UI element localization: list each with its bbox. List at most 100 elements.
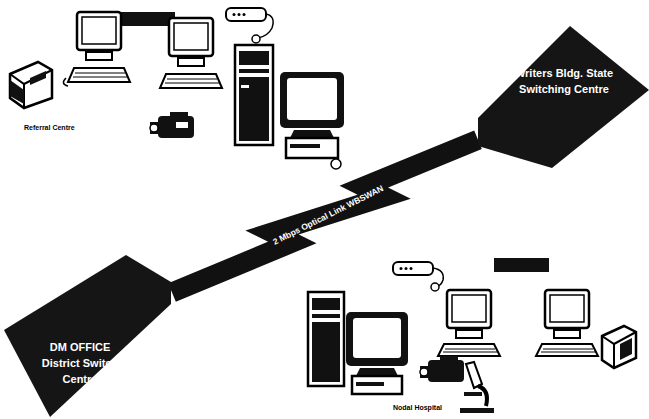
tower-case	[235, 45, 273, 145]
modem-light	[238, 13, 241, 16]
printer-slot	[30, 71, 46, 85]
monitor-frame	[280, 72, 344, 128]
keyboard	[438, 344, 500, 356]
cable-plug	[252, 35, 260, 43]
modem-body	[393, 262, 433, 275]
modem-light	[243, 13, 246, 16]
drive-bay	[312, 314, 340, 318]
node-shape	[4, 255, 171, 417]
tower-light	[241, 85, 249, 88]
printer-edge	[613, 344, 615, 368]
camera-lens	[150, 122, 160, 134]
tower-front	[312, 322, 340, 382]
district-switch-centre: DM OFFICE District Switch Centre	[0, 252, 172, 419]
cpu-slot	[290, 144, 320, 148]
camera-lens	[420, 366, 430, 378]
screen	[287, 78, 337, 120]
microscope-tube	[466, 362, 482, 388]
camera-detail	[176, 122, 188, 128]
monitor	[77, 12, 121, 50]
monitor	[545, 290, 589, 328]
monitor-stand	[178, 58, 204, 66]
monitor	[169, 18, 213, 56]
monitor-stand	[456, 330, 482, 338]
screen	[174, 23, 208, 50]
computer-icon	[438, 290, 500, 356]
drive-bay	[239, 51, 269, 65]
computer-icon	[160, 18, 222, 88]
video-camera	[420, 356, 464, 382]
camera-body	[428, 360, 464, 382]
modem-light	[405, 267, 408, 270]
modem-body	[226, 8, 266, 21]
cpu-unit	[286, 138, 338, 158]
node-outline	[478, 26, 649, 168]
mouse	[331, 159, 341, 169]
node-shape	[478, 26, 649, 168]
keyboard-keys	[73, 73, 127, 77]
printer-body	[10, 62, 52, 108]
modem-icon	[393, 262, 443, 291]
redaction-bar	[120, 12, 175, 26]
lens-glass	[150, 124, 158, 132]
cable-plug	[431, 283, 439, 291]
tower-case	[308, 292, 344, 386]
modem-light	[410, 267, 413, 270]
optical-link-bolt	[172, 140, 478, 293]
large-monitor	[346, 312, 408, 394]
modem-icon	[226, 8, 273, 43]
tower-front	[239, 77, 269, 141]
site-label: Nodal Hospital	[393, 404, 442, 411]
redaction-bar	[494, 258, 549, 272]
video-camera	[150, 112, 194, 138]
screen	[550, 295, 584, 322]
modem-light	[400, 267, 403, 270]
printer-front	[620, 338, 632, 360]
microscope-stage	[464, 392, 482, 396]
keyboard-keys	[165, 79, 219, 83]
mouse-cord	[63, 78, 68, 86]
microscope-base	[460, 408, 494, 413]
modem-light	[233, 13, 236, 16]
monitor	[447, 290, 491, 328]
printer-edge	[10, 70, 52, 84]
keyboard	[160, 74, 222, 88]
cpu-unit	[352, 376, 402, 394]
printer-icon	[10, 62, 52, 108]
screen	[82, 17, 116, 44]
monitor-stand	[86, 52, 112, 60]
node-title: DM OFFICE District Switch Centre	[36, 340, 124, 388]
keyboard-keys	[541, 349, 595, 352]
camera-body	[158, 116, 194, 138]
server-tower	[308, 292, 344, 386]
printer-front	[10, 80, 24, 104]
cpu-slot	[356, 382, 384, 386]
lens-glass	[420, 368, 428, 376]
camera-handle	[170, 112, 188, 117]
site-label: Referral Centre	[24, 124, 75, 131]
server-tower	[235, 45, 273, 145]
screen	[353, 318, 401, 358]
link-label: 2 Mbps Optical Link WBSWAN	[271, 183, 385, 247]
microscope-icon	[460, 362, 494, 413]
keyboard	[536, 344, 598, 356]
printer-icon	[602, 326, 636, 368]
camera-handle	[440, 356, 458, 361]
modem-cable	[258, 14, 273, 38]
keyboard	[68, 68, 130, 82]
computer-icon	[63, 12, 130, 86]
printer-body	[602, 326, 636, 368]
monitor-frame	[346, 312, 408, 366]
node-title: Writers Bldg. State Switching Centre	[514, 66, 614, 98]
drive-bay	[312, 298, 340, 310]
keyboard-keys	[443, 349, 497, 352]
screen	[452, 295, 486, 322]
state-switching-centre: Writers Bldg. State Switching Centre	[478, 26, 649, 168]
monitor-stand	[554, 330, 580, 338]
large-monitor	[280, 72, 344, 169]
drive-bay	[239, 69, 269, 73]
